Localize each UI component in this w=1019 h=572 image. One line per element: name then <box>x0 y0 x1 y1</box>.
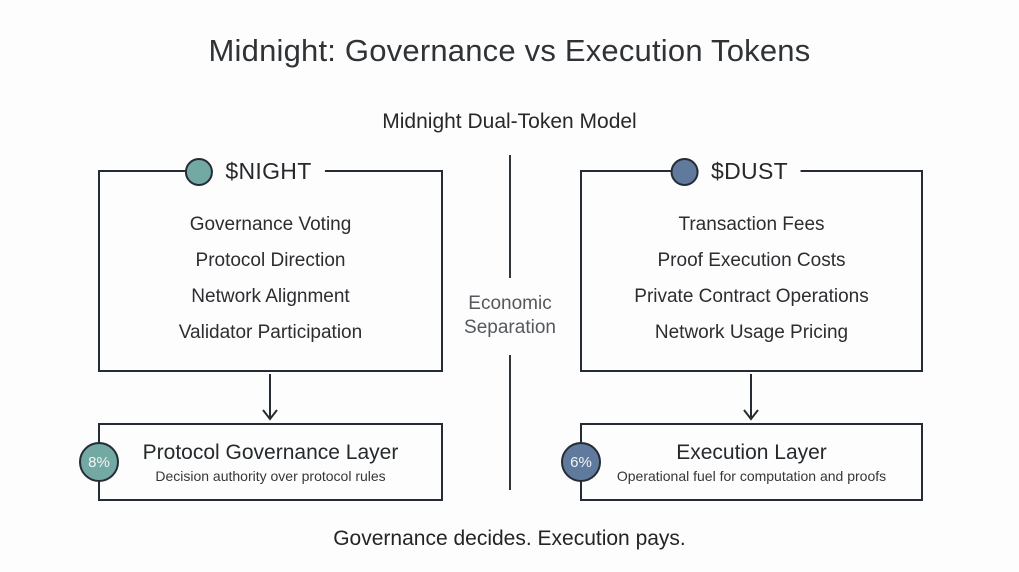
separator-label: Economic Separation <box>464 293 556 338</box>
execution-layer-box: 6% Execution Layer Operational fuel for … <box>561 423 923 501</box>
night-token-circle-icon <box>184 157 213 186</box>
dust-item-private-contract-operations: Private Contract Operations <box>634 286 869 307</box>
dust-item-proof-execution-costs: Proof Execution Costs <box>657 250 846 271</box>
dust-down-arrow-icon <box>743 374 759 421</box>
dust-token-name: $DUST <box>698 156 801 187</box>
night-token-box: $NIGHT Governance Voting Protocol Direct… <box>98 156 443 372</box>
separator-line-bottom <box>509 355 511 490</box>
night-token-name: $NIGHT <box>212 156 325 187</box>
dust-token-circle-icon <box>670 157 699 186</box>
night-item-governance-voting: Governance Voting <box>189 214 352 235</box>
execution-layer-title: Execution Layer <box>676 440 827 464</box>
dust-token-label: $DUST <box>670 156 801 187</box>
dust-allocation-badge: 6% <box>561 442 601 482</box>
night-allocation-badge: 8% <box>79 442 119 482</box>
night-token-label: $NIGHT <box>184 156 325 187</box>
night-item-network-alignment: Network Alignment <box>191 286 350 307</box>
page-title: Midnight: Governance vs Execution Tokens <box>208 33 811 68</box>
night-item-protocol-direction: Protocol Direction <box>195 250 346 271</box>
execution-layer-subtitle: Operational fuel for computation and pro… <box>616 468 887 485</box>
protocol-governance-layer-box: 8% Protocol Governance Layer Decision au… <box>79 423 443 501</box>
night-down-arrow-icon <box>262 374 278 421</box>
dust-item-network-usage-pricing: Network Usage Pricing <box>654 322 849 343</box>
separator-line-top <box>509 155 511 278</box>
protocol-governance-layer-title: Protocol Governance Layer <box>142 440 399 464</box>
diagram-subtitle: Midnight Dual-Token Model <box>382 110 637 133</box>
night-item-validator-participation: Validator Participation <box>178 322 363 343</box>
dust-token-box: $DUST Transaction Fees Proof Execution C… <box>580 156 923 372</box>
dust-item-transaction-fees: Transaction Fees <box>678 214 825 235</box>
diagram-footer-tagline: Governance decides. Execution pays. <box>333 527 686 550</box>
protocol-governance-layer-subtitle: Decision authority over protocol rules <box>155 468 386 485</box>
